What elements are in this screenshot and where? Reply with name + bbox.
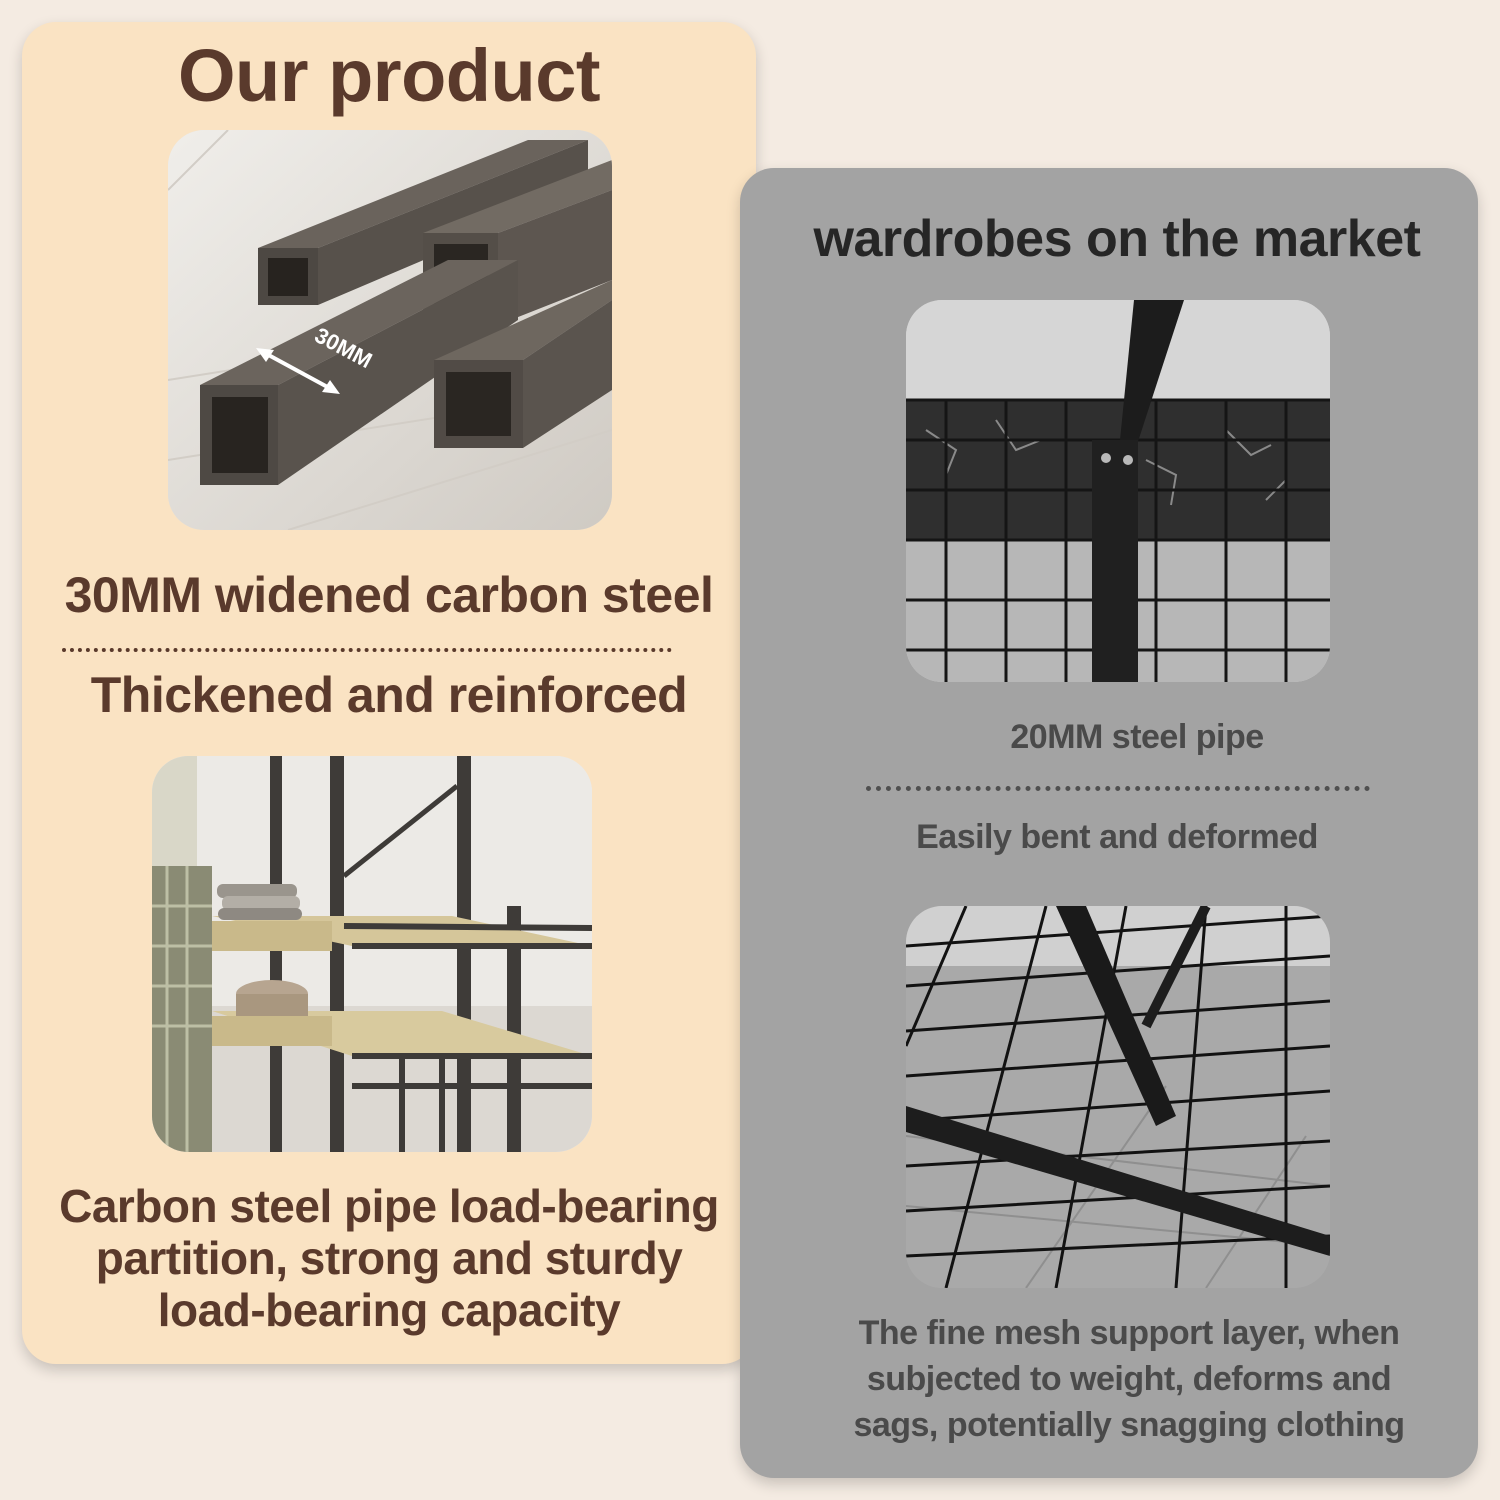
left-dotted-divider bbox=[62, 648, 672, 652]
fine-mesh-caption: The fine mesh support layer, when subjec… bbox=[740, 1310, 1500, 1448]
steel-tubes-photo: 30MM bbox=[168, 130, 612, 530]
market-wardrobes-heading: wardrobes on the market bbox=[813, 210, 1421, 268]
thin-pipe-mesh-photo bbox=[906, 300, 1330, 682]
load-bearing-caption-line-3: load-bearing capacity bbox=[157, 1284, 621, 1336]
wardrobe-shelf-photo bbox=[152, 756, 592, 1152]
fine-mesh-caption-line-2: subjected to weight, deforms and bbox=[866, 1360, 1392, 1398]
fine-mesh-caption-line-3: sags, potentially snagging clothing bbox=[853, 1406, 1405, 1444]
steel-pipe-caption: 20MM steel pipe bbox=[1010, 718, 1264, 756]
our-product-heading: Our product bbox=[177, 34, 601, 117]
load-bearing-caption: Carbon steel pipe load-bearing partition… bbox=[22, 1180, 756, 1336]
widened-steel-caption: 30MM widened carbon steel bbox=[64, 567, 714, 623]
fine-mesh-photo bbox=[906, 906, 1330, 1288]
bent-deformed-caption: Easily bent and deformed bbox=[916, 818, 1318, 856]
load-bearing-caption-line-1: Carbon steel pipe load-bearing bbox=[59, 1180, 719, 1232]
reinforced-caption: Thickened and reinforced bbox=[90, 667, 688, 723]
right-dotted-divider bbox=[866, 786, 1370, 791]
load-bearing-caption-line-2: partition, strong and sturdy bbox=[95, 1232, 683, 1284]
fine-mesh-caption-line-1: The fine mesh support layer, when bbox=[858, 1314, 1400, 1352]
